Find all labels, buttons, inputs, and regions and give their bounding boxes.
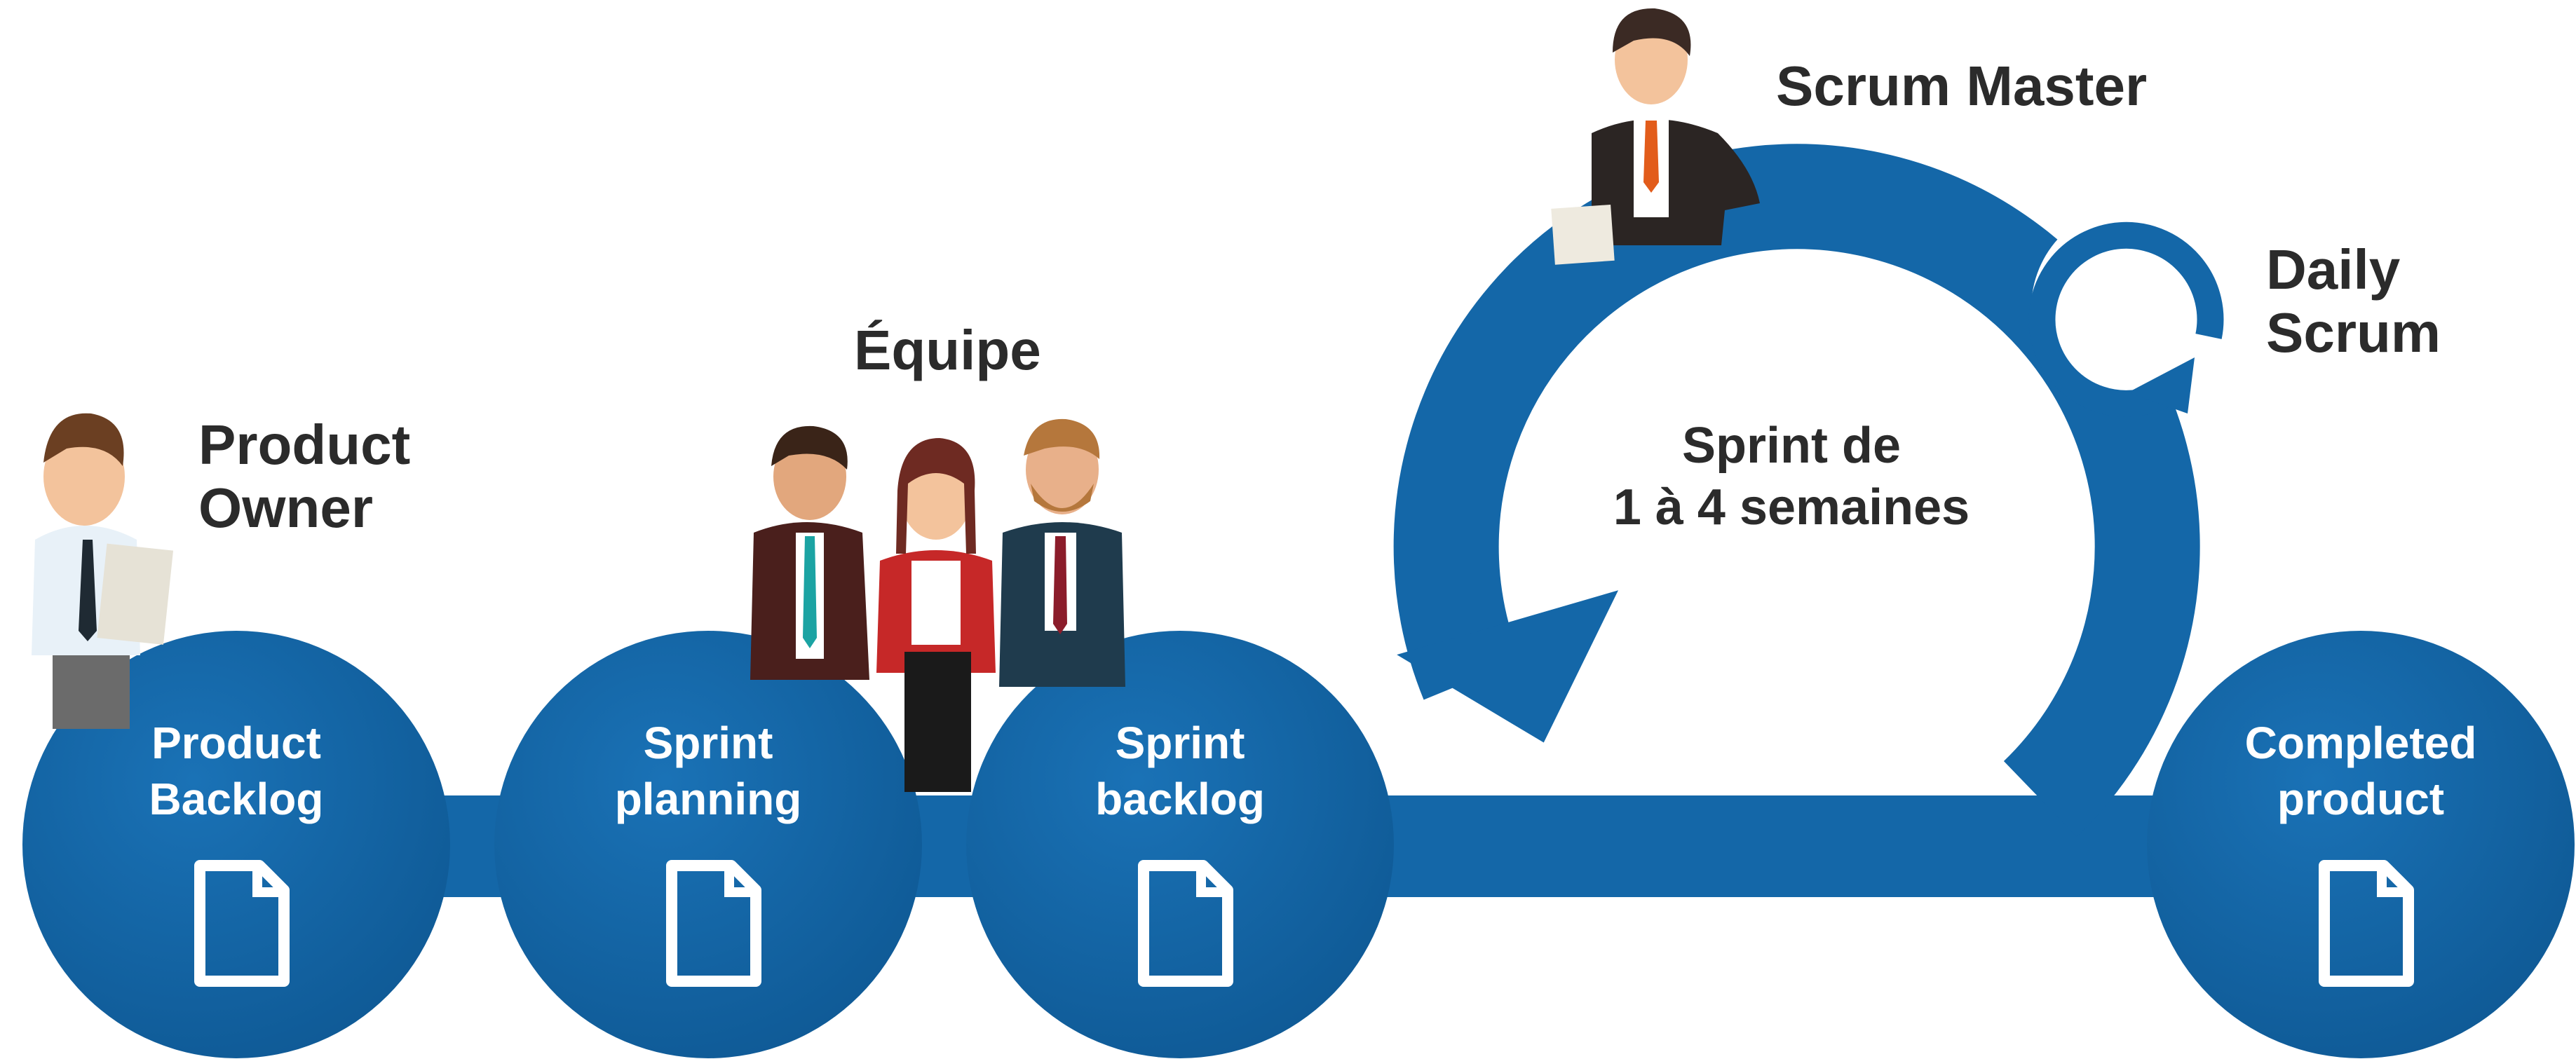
product-owner-label: Product Owner xyxy=(198,414,410,540)
stage-label-sprint-planning: Sprint planning xyxy=(526,715,890,827)
sprint-duration-line-2: 1 à 4 semaines xyxy=(1613,479,1970,535)
stage-label-product-backlog: Product Backlog xyxy=(54,715,419,827)
stage-circle-product-backlog xyxy=(22,631,450,1058)
product-owner-figure xyxy=(32,413,174,729)
document-icon xyxy=(194,860,290,987)
product-owner-label-line-1: Product xyxy=(198,414,411,476)
product-owner-label-line-2: Owner xyxy=(198,477,373,539)
document-icon xyxy=(666,860,761,987)
stage-circle-sprint-planning xyxy=(494,631,922,1058)
stage-label-line-2: planning xyxy=(614,774,802,824)
stage-label-completed-product: Completed product xyxy=(2178,715,2543,827)
stage-label-sprint-backlog: Sprint backlog xyxy=(998,715,1362,827)
team-label: Équipe xyxy=(854,319,1041,381)
stage-label-line-1: Sprint xyxy=(1115,718,1245,768)
stage-circle-completed-product xyxy=(2147,631,2575,1058)
daily-scrum-label-line-2: Scrum xyxy=(2266,301,2441,364)
team-figures xyxy=(750,418,1125,792)
scrum-master-label: Scrum Master xyxy=(1776,55,2148,117)
stage-circle-sprint-backlog xyxy=(966,631,1394,1058)
stage-label-line-1: Product xyxy=(151,718,321,768)
sprint-duration-label: Sprint de 1 à 4 semaines xyxy=(1546,415,2037,538)
sprint-cycle-arrow xyxy=(1393,144,2200,837)
sprint-duration-line-1: Sprint de xyxy=(1681,418,1901,474)
stage-label-line-1: Completed xyxy=(2244,718,2477,768)
stage-label-line-2: Backlog xyxy=(149,774,324,824)
daily-scrum-label-line-1: Daily xyxy=(2266,238,2401,301)
daily-scrum-label: Daily Scrum xyxy=(2266,238,2441,364)
document-icon xyxy=(1138,860,1233,987)
daily-scrum-loop-icon xyxy=(2028,205,2239,417)
stage-label-line-1: Sprint xyxy=(643,718,773,768)
document-icon xyxy=(2319,860,2414,987)
stage-label-line-2: product xyxy=(2277,774,2445,824)
scrum-master-figure xyxy=(1551,8,1760,265)
stage-label-line-2: backlog xyxy=(1095,774,1265,824)
